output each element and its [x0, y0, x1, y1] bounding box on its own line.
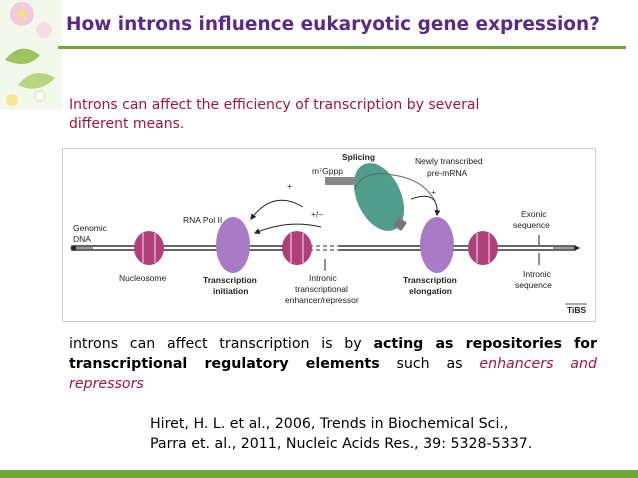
label-rna-pol: RNA Pol II	[183, 215, 222, 225]
label-intronic-seq-2: sequence	[515, 280, 552, 290]
nucleosome-3	[468, 231, 498, 265]
intro-line-1: Introns can affect the efficiency of tra…	[69, 97, 480, 113]
label-exonic-2: sequence	[513, 220, 550, 230]
rna-pol-elongation	[420, 217, 454, 273]
label-nucleosome: Nucleosome	[119, 273, 167, 283]
journal-logo: TiBS	[567, 305, 587, 315]
label-telong-1: Transcription	[403, 275, 457, 285]
pre-mrna	[354, 173, 436, 202]
label-plus-2: +	[431, 187, 436, 197]
label-exonic-1: Exonic	[521, 209, 547, 219]
references: Hiret, H. L. et al., 2006, Trends in Bio…	[150, 414, 532, 454]
label-intronic-enh-3: enhancer/repressor	[285, 295, 359, 305]
rna-pol-initiation	[216, 217, 250, 273]
intro-text: Introns can affect the efficiency of tra…	[69, 96, 539, 134]
reference-2: Parra et. al., 2011, Nucleic Acids Res.,…	[150, 436, 533, 452]
label-intronic-seq-1: Intronic	[523, 269, 552, 279]
transcription-diagram: Splicing m⁷Gppp Newly transcribed pre-mR…	[62, 148, 596, 322]
paragraph-bold: acting as repositories for transcription…	[69, 336, 597, 372]
label-tinit-1: Transcription	[203, 275, 257, 285]
label-genomic-1: Genomic	[73, 223, 108, 233]
label-splicing: Splicing	[342, 152, 375, 162]
label-intronic-enh-2: transcriptional	[295, 284, 348, 294]
label-plus-minus: +/–	[311, 209, 323, 219]
nucleosome-1	[134, 231, 164, 265]
reference-1: Hiret, H. L. et al., 2006, Trends in Bio…	[150, 416, 509, 432]
label-cap: m⁷Gppp	[312, 166, 343, 176]
label-telong-2: elongation	[409, 286, 452, 296]
label-intronic-enh-1: Intronic	[309, 273, 338, 283]
intro-line-2: different means.	[69, 116, 185, 132]
explanation-paragraph: introns can affect transcription is by a…	[69, 334, 597, 394]
label-tinit-2: initiation	[213, 286, 248, 296]
label-plus-1: +	[287, 181, 292, 191]
label-pre-mrna-2: pre-mRNA	[427, 168, 467, 178]
paragraph-highlight: enhancers and repressors	[69, 356, 597, 392]
bottom-bar	[0, 470, 638, 478]
title-bar: How introns influence eukaryotic gene ex…	[58, 6, 626, 49]
slide-title: How introns influence eukaryotic gene ex…	[66, 14, 600, 35]
label-pre-mrna-1: Newly transcribed	[415, 156, 483, 166]
floral-decoration	[0, 0, 62, 110]
label-genomic-2: DNA	[73, 234, 91, 244]
paragraph-text-1: introns can affect transcription is by	[69, 336, 374, 352]
spliceosome	[325, 163, 407, 231]
paragraph-text-2: such as	[379, 356, 480, 372]
nucleosome-2	[282, 231, 312, 265]
